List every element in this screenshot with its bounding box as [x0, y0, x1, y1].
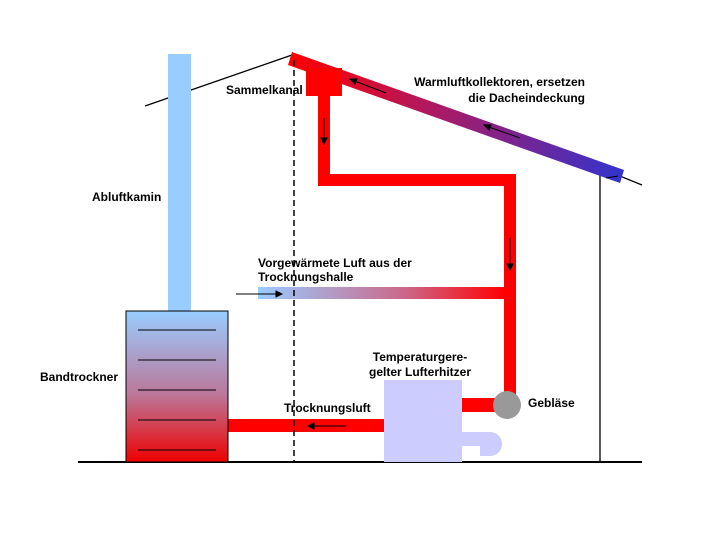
hot-duct-horizontal-top	[318, 174, 516, 186]
label-collector-line2: die Dacheindeckung	[468, 91, 585, 105]
exhaust-chimney	[168, 54, 191, 316]
preheat-duct	[258, 287, 510, 299]
label-heater-line2: gelter Lufterhitzer	[368, 365, 471, 379]
label-collector-line1: Warmluftkollektoren, ersetzen	[414, 75, 585, 89]
label-trocknungsluft: Trocknungsluft	[284, 401, 371, 415]
roof-line-left	[144, 54, 293, 107]
label-sammelkanal: Sammelkanal	[226, 83, 303, 97]
label-abluftkamin: Abluftkamin	[92, 190, 162, 204]
arrow-roof-middle	[485, 125, 521, 139]
belt-dryer	[125, 310, 229, 463]
label-vorgewaermt-line1: Vorgewärmete Luft aus der	[258, 256, 412, 270]
arrow-roof-upper	[351, 79, 387, 94]
label-vorgewaermt-line2: Trocknungshalle	[258, 270, 354, 284]
air-heater	[384, 380, 462, 462]
fan-icon	[493, 391, 521, 419]
drying-air-duct	[228, 419, 386, 432]
label-heater-line1: Temperaturgere-	[372, 350, 468, 364]
roof-collector	[288, 52, 624, 183]
heater-outlet-pipe	[462, 432, 502, 456]
label-geblaese: Gebläse	[528, 396, 575, 410]
dryer-belts	[138, 329, 216, 451]
flow-arrows	[236, 78, 619, 430]
label-bandtrockner: Bandtrockner	[40, 370, 119, 384]
arrow-roof-lower	[605, 175, 619, 179]
